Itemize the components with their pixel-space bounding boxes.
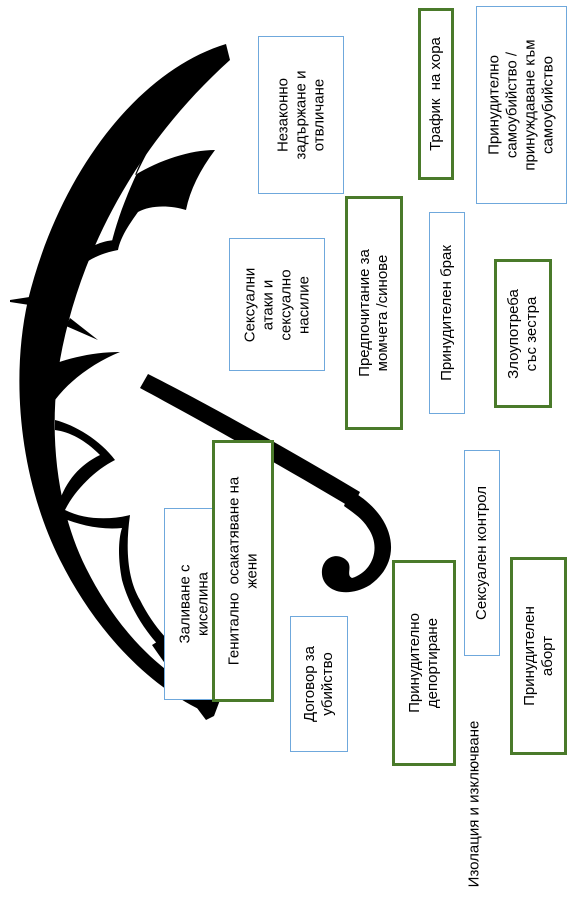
label-forced-deportation: Принудително депортиране bbox=[406, 613, 441, 713]
label-box-trafficking: Трафик на хора bbox=[418, 8, 454, 180]
label-box-isolation: Изолация и изключване bbox=[456, 690, 492, 918]
label-box-forced-suicide: Принудително самоубийство / принуждаване… bbox=[476, 6, 567, 204]
label-forced-abortion: Принудителен аборт bbox=[520, 606, 556, 706]
label-sibling-abuse: Злоупотреба със зестра bbox=[505, 288, 541, 379]
label-box-sexual-assault: Сексуални атаки и сексуално насилие bbox=[229, 238, 325, 371]
label-sexual-assault: Сексуални атаки и сексуално насилие bbox=[241, 267, 312, 342]
label-box-sibling-abuse: Злоупотреба със зестра bbox=[494, 259, 552, 408]
label-isolation: Изолация и изключване bbox=[465, 720, 482, 888]
label-box-forced-abortion: Принудителен аборт bbox=[510, 557, 567, 755]
label-box-forced-marriage: Принудителен брак bbox=[429, 212, 465, 414]
label-box-murder-contract: Договор за убийство bbox=[290, 616, 348, 752]
label-box-illegal-detention: Незаконно задържане и отвличане bbox=[258, 36, 344, 194]
label-sexual-control: Сексуален контрол bbox=[473, 486, 490, 620]
label-trafficking: Трафик на хора bbox=[427, 37, 444, 151]
label-illegal-detention: Незаконно задържане и отвличане bbox=[274, 70, 328, 160]
label-box-forced-deportation: Принудително депортиране bbox=[392, 560, 456, 766]
label-box-sexual-control: Сексуален контрол bbox=[464, 450, 500, 656]
label-box-fgm: Генитално осакатяване на жени bbox=[212, 440, 274, 702]
label-forced-suicide: Принудително самоубийство / принуждаване… bbox=[485, 39, 557, 171]
label-acid-attacks: Заливане с киселина bbox=[176, 564, 212, 644]
label-box-son-preference: Предпочитание за момчета /синове bbox=[345, 196, 403, 430]
label-son-preference: Предпочитание за момчета /синове bbox=[356, 249, 391, 377]
label-murder-contract: Договор за убийство bbox=[301, 645, 336, 723]
label-forced-marriage: Принудителен брак bbox=[438, 245, 456, 381]
label-fgm: Генитално осакатяване на жени bbox=[225, 476, 260, 666]
